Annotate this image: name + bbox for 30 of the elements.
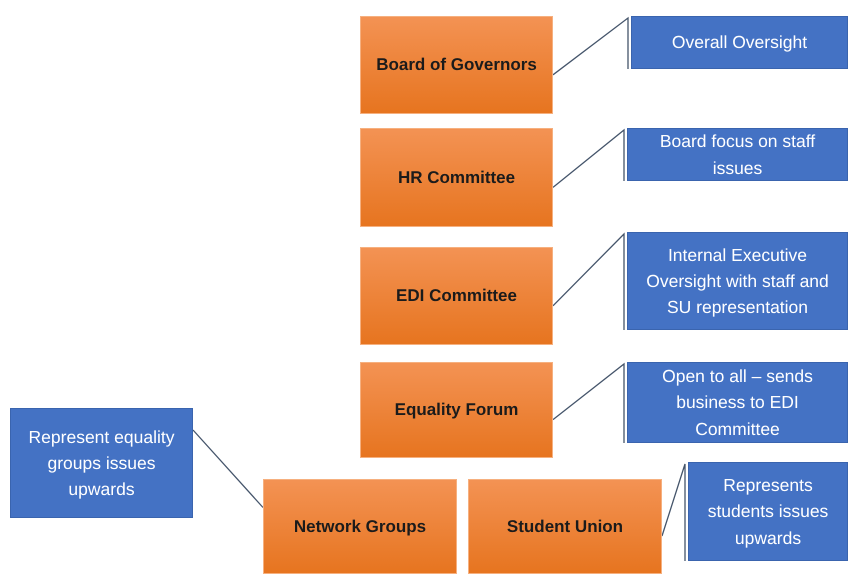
- callout-text: Represent equality groups issues upwards: [28, 426, 176, 502]
- callout-box: [10, 408, 193, 518]
- leader-line: [552, 232, 625, 330]
- callout-text: Overall Oversight: [670, 31, 808, 54]
- leader-line: [192, 430, 264, 508]
- callout-box: [627, 232, 848, 330]
- box-title: Equality Forum: [394, 400, 520, 420]
- org-box: [360, 16, 553, 114]
- leader-line: [552, 128, 625, 188]
- org-box: [360, 247, 553, 345]
- leader-line: [552, 362, 625, 443]
- box-title: HR Committee: [396, 168, 516, 188]
- org-box: [360, 128, 553, 227]
- box-title: Network Groups: [292, 516, 428, 536]
- callout-text: Board focus on staff issues: [658, 130, 816, 180]
- callout-text: Open to all – sends business to EDI Committee: [661, 365, 814, 441]
- box-title: EDI Committee: [395, 286, 518, 306]
- callout-box: [688, 462, 848, 561]
- callout-box: [627, 128, 848, 181]
- callout-text: Represents students issues upwards: [706, 474, 830, 550]
- org-box: [468, 479, 662, 574]
- box-title: Board of Governors: [375, 55, 538, 75]
- callout-box: [627, 362, 848, 443]
- box-title: Student Union: [506, 516, 624, 536]
- callout-box: [631, 16, 848, 69]
- leader-line: [552, 16, 629, 76]
- callout-text: Internal Executive Oversight with staff and SU representation: [645, 244, 830, 320]
- org-box: [360, 362, 553, 458]
- leader-line: [661, 463, 686, 561]
- org-box: [263, 479, 457, 574]
